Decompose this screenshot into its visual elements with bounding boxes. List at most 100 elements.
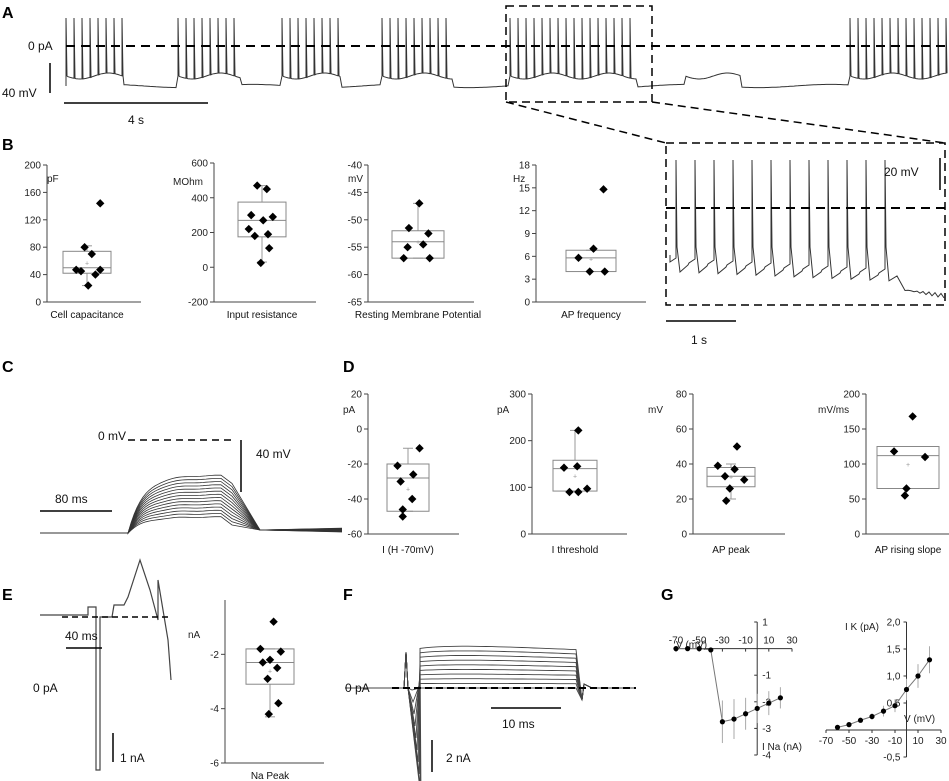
data-point — [274, 699, 283, 708]
data-point — [96, 265, 105, 275]
data-point — [84, 281, 93, 290]
y-unit-label: nA — [188, 630, 201, 641]
y-tick-label: 200 — [843, 390, 860, 401]
series-line — [676, 648, 781, 723]
box-mean-marker: + — [268, 669, 272, 676]
data-point — [903, 686, 910, 693]
y-tick-label: 40 — [676, 460, 688, 471]
data-point — [731, 716, 737, 722]
y-tick-label: 50 — [849, 495, 861, 506]
y-unit-label: pA — [343, 405, 356, 416]
zero-label-c: 0 mV — [98, 429, 126, 443]
box-iqr — [237, 201, 287, 238]
y-tick-label: 300 — [509, 390, 526, 401]
y-tick-label: 40 — [30, 270, 42, 281]
box-mean-marker: + — [729, 474, 733, 481]
voltage-trace-c — [40, 490, 343, 534]
x-category-label: Resting Membrane Potential — [355, 310, 481, 321]
data-point — [273, 663, 282, 673]
current-trace-f — [345, 651, 636, 727]
current-trace-f — [345, 651, 636, 775]
box-iqr — [386, 463, 430, 512]
data-point — [574, 426, 583, 435]
data-point — [777, 695, 784, 701]
x-tick-label: -50 — [692, 636, 707, 647]
current-trace-f — [345, 651, 636, 763]
x-axis-label: V (mV) — [904, 714, 935, 725]
data-point — [96, 199, 105, 208]
y-tick-label: 12 — [519, 206, 531, 217]
panel-label-g: G — [661, 587, 673, 604]
data-point — [409, 470, 418, 479]
data-point — [730, 465, 739, 474]
panel-c: 0 mV 40 mV 80 ms — [40, 429, 343, 535]
data-point — [276, 647, 285, 656]
current-trace-f — [345, 645, 636, 781]
x-tick-label: -70 — [669, 636, 684, 647]
x-category-label: I threshold — [552, 545, 599, 556]
y-tick-label: 150 — [843, 425, 860, 436]
t-scale-label-f: 10 ms — [502, 717, 535, 731]
zero-label-a: 0 pA — [28, 39, 53, 53]
y-tick-label: 9 — [524, 229, 530, 240]
panel-e: 40 ms 0 pA 1 nA — [33, 558, 172, 771]
data-point — [915, 673, 921, 679]
data-point — [72, 265, 81, 275]
v-scale-label-c: 40 mV — [256, 447, 291, 461]
data-point — [265, 655, 275, 664]
data-point — [398, 512, 407, 521]
y-tick-label: -60 — [348, 530, 363, 541]
data-point — [268, 212, 277, 222]
box-mean-marker: + — [85, 260, 89, 267]
t-scale-label-e: 40 ms — [65, 629, 98, 643]
y-tick-label: -55 — [348, 243, 363, 254]
data-point — [743, 711, 749, 717]
data-point — [708, 647, 714, 653]
data-point — [565, 487, 574, 497]
voltage-trace-c — [40, 516, 343, 535]
data-point — [264, 709, 273, 719]
x-tick-label: -10 — [888, 736, 903, 747]
data-point — [902, 484, 911, 493]
y-tick-label: 120 — [24, 215, 41, 226]
y-tick-label: 15 — [519, 183, 531, 194]
y-tick-label: 160 — [24, 188, 41, 199]
x-category-label: AP frequency — [561, 310, 621, 321]
box-mean-marker: + — [573, 474, 577, 481]
y-tick-label: 18 — [519, 161, 531, 172]
x-category-label: Input resistance — [227, 310, 298, 321]
y-tick-label: 3 — [524, 275, 530, 286]
data-point — [600, 267, 609, 276]
data-point — [673, 646, 679, 652]
panel-label-d: D — [343, 359, 355, 376]
y-tick-label: 200 — [24, 161, 41, 172]
data-point — [719, 719, 726, 725]
zero-label-e: 0 pA — [33, 681, 58, 695]
voltage-trace-a — [65, 17, 948, 89]
v-scale-label-inset: 20 mV — [884, 165, 919, 179]
data-point — [404, 223, 414, 233]
y-tick-label: -50 — [348, 215, 363, 226]
y-tick-label: -65 — [348, 298, 363, 309]
data-point — [419, 240, 428, 249]
x-category-label: Cell capacitance — [50, 310, 124, 321]
data-point — [585, 267, 594, 276]
y-tick-label: 60 — [676, 425, 688, 436]
y-tick-label: -3 — [762, 724, 771, 735]
y-tick-label: -6 — [210, 759, 219, 770]
y-tick-label: 1 — [762, 618, 768, 629]
data-point — [685, 646, 691, 652]
box-iqr — [552, 459, 598, 492]
y-tick-label: 600 — [191, 159, 208, 170]
box-iqr — [391, 230, 445, 259]
zoom-connector-left — [505, 101, 667, 144]
y-tick-label: -0,5 — [883, 753, 901, 764]
voltage-trace-c — [40, 509, 343, 535]
